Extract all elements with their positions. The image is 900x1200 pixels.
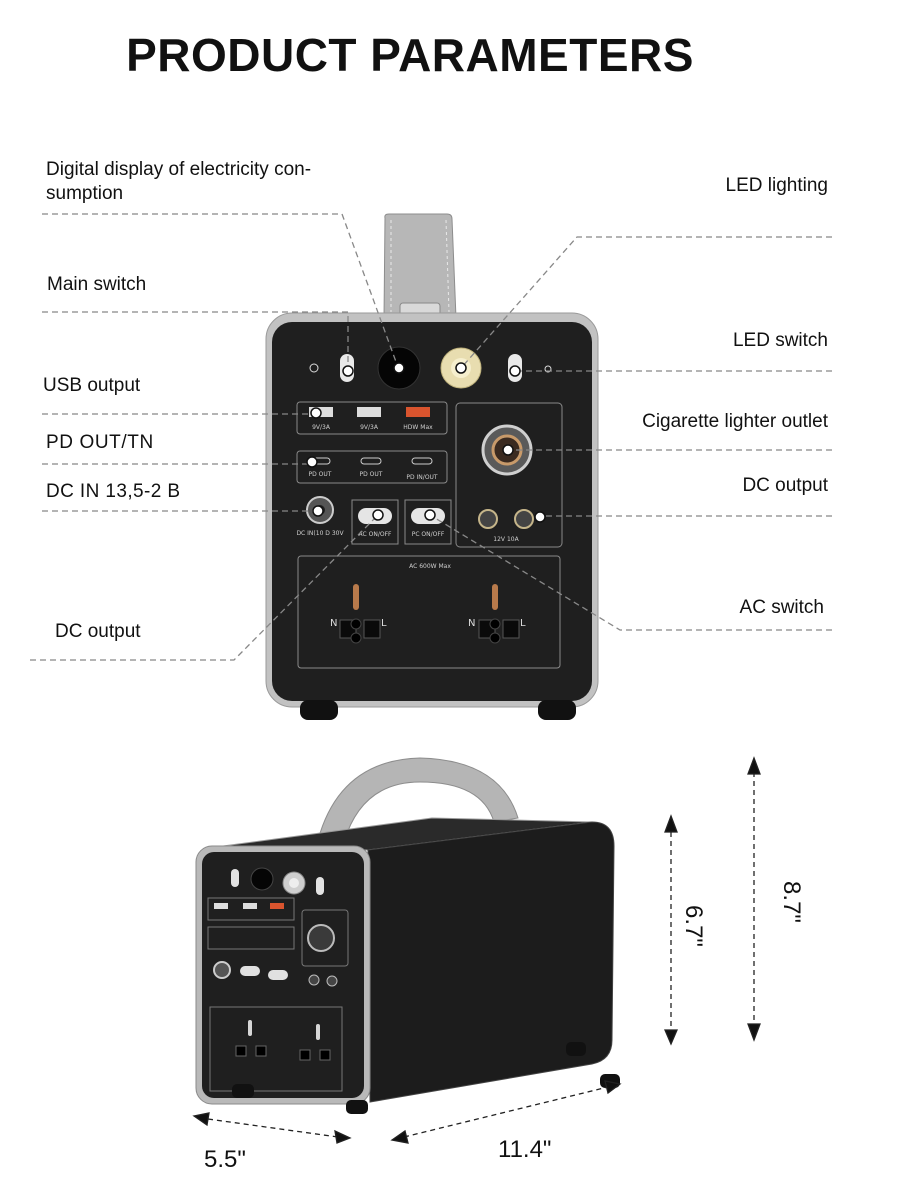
handle <box>317 757 519 843</box>
pc-onoff-label: PC ON/OFF <box>412 531 445 538</box>
dcin-label: DC IN(10 D 30V <box>296 530 344 537</box>
label-dc-output-right: DC output <box>742 475 828 496</box>
usb-fast-port <box>406 407 430 417</box>
callout-dots <box>306 362 546 523</box>
label-led-switch: LED switch <box>732 330 828 351</box>
label-main-switch: Main switch <box>47 274 147 295</box>
dimension-depth: 5.5" <box>204 1146 246 1173</box>
socket-l-label: L <box>381 618 387 629</box>
label-usb-output: USB output <box>43 375 141 396</box>
dimension-arrows <box>192 756 761 1144</box>
ac-socket-left: N L <box>330 584 387 644</box>
pd1-label: PD OUT <box>309 471 332 478</box>
front-view: 9V/3A 9V/3A HDW Max PD OUT PD OUT PD IN/… <box>265 213 599 720</box>
socket-n-label: N <box>330 618 337 629</box>
dc-port-1 <box>478 509 498 529</box>
socket-n-label: N <box>468 618 475 629</box>
usb1-label: 9V/3A <box>312 424 331 431</box>
label-pd-out: PD OUT/TN <box>46 432 154 453</box>
usb2-label: 9V/3A <box>360 424 379 431</box>
perspective-view <box>195 757 620 1114</box>
ac-socket-right: N L <box>468 584 526 644</box>
page-title: PRODUCT PARAMETERS <box>126 29 694 81</box>
callout-lines <box>30 213 832 661</box>
handle <box>383 213 457 319</box>
socket-l-label: L <box>520 618 526 629</box>
dimension-height-body: 6.7" <box>679 905 707 947</box>
dimension-height-total: 8.7" <box>777 881 805 923</box>
label-cigarette-lighter: Cigarette lighter outlet <box>642 411 828 432</box>
label-digital-display: Digital display of electricity con-sumpt… <box>46 159 312 204</box>
dimension-length: 11.4" <box>498 1136 552 1163</box>
ac-onoff-label: AC ON/OFF <box>359 531 393 538</box>
usb3-label: HDW Max <box>403 424 433 431</box>
pd3-label: PD IN/OUT <box>406 474 438 481</box>
device-side <box>367 821 615 1103</box>
label-dc-output-left: DC output <box>55 621 141 642</box>
label-dc-in: DC IN 13,5-2 B <box>46 481 181 502</box>
dc-port-2 <box>514 509 534 529</box>
dc12v-label: 12V 10A <box>493 536 519 543</box>
label-ac-switch: AC switch <box>739 597 824 618</box>
ac-max-label: AC 600W Max <box>409 563 451 570</box>
label-led-lighting: LED lighting <box>725 175 828 196</box>
pd2-label: PD OUT <box>360 471 383 478</box>
